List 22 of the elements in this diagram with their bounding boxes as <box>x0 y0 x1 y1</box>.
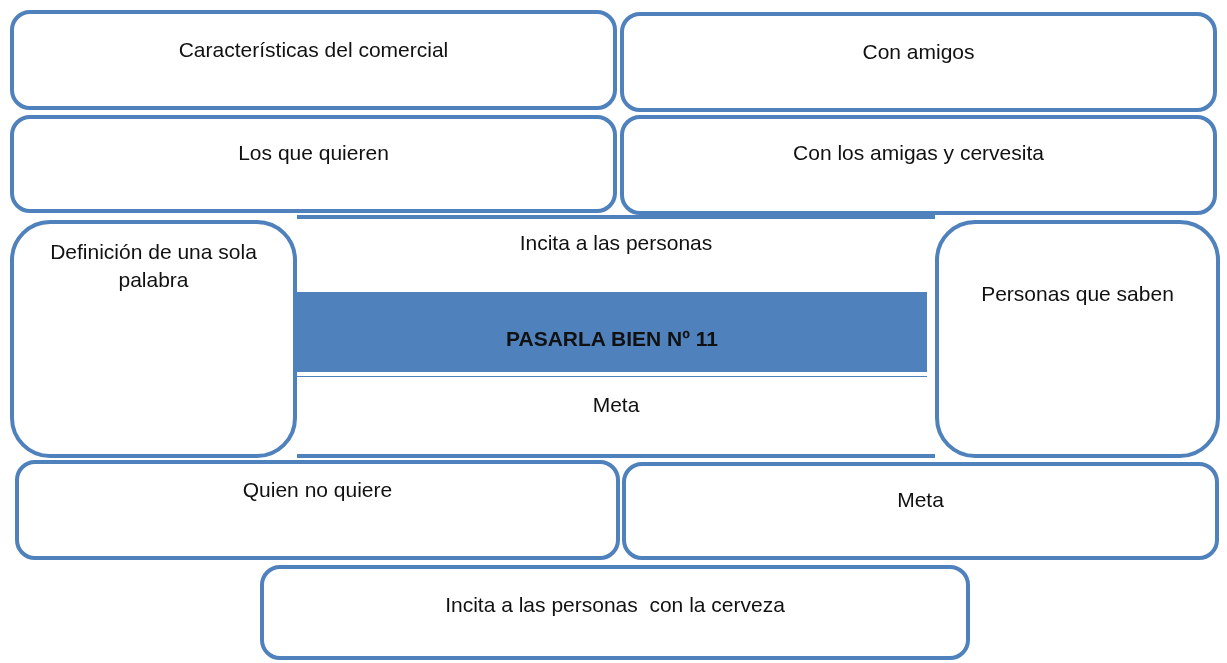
box-text: Meta <box>591 392 641 418</box>
rounded-box <box>15 460 620 560</box>
rounded-box <box>620 12 1217 112</box>
box-text: Los que quieren <box>237 140 390 166</box>
box-text: Con amigos <box>861 39 976 65</box>
rounded-box <box>260 565 970 660</box>
box-text: Personas que saben <box>980 281 1175 307</box>
rounded-box <box>622 462 1219 560</box>
box-text: Con los amigas y cervesita <box>792 140 1045 166</box>
box-text: Meta <box>896 487 945 513</box>
rounded-box <box>297 215 935 458</box>
box-text: Características del comercial <box>177 37 450 63</box>
rounded-box <box>10 115 617 213</box>
rounded-box <box>10 220 297 458</box>
rounded-box <box>10 10 617 110</box>
rounded-box <box>620 115 1217 215</box>
box-text: Incita a las personas con la cerveza <box>444 592 786 618</box>
box-text: Incita a las personas <box>518 230 714 256</box>
rounded-box <box>935 220 1220 458</box>
box-text: Definición de una sola palabra <box>49 239 258 293</box>
box-text: Quien no quiere <box>241 477 394 503</box>
band-title: PASARLA BIEN Nº 11 <box>505 326 719 352</box>
